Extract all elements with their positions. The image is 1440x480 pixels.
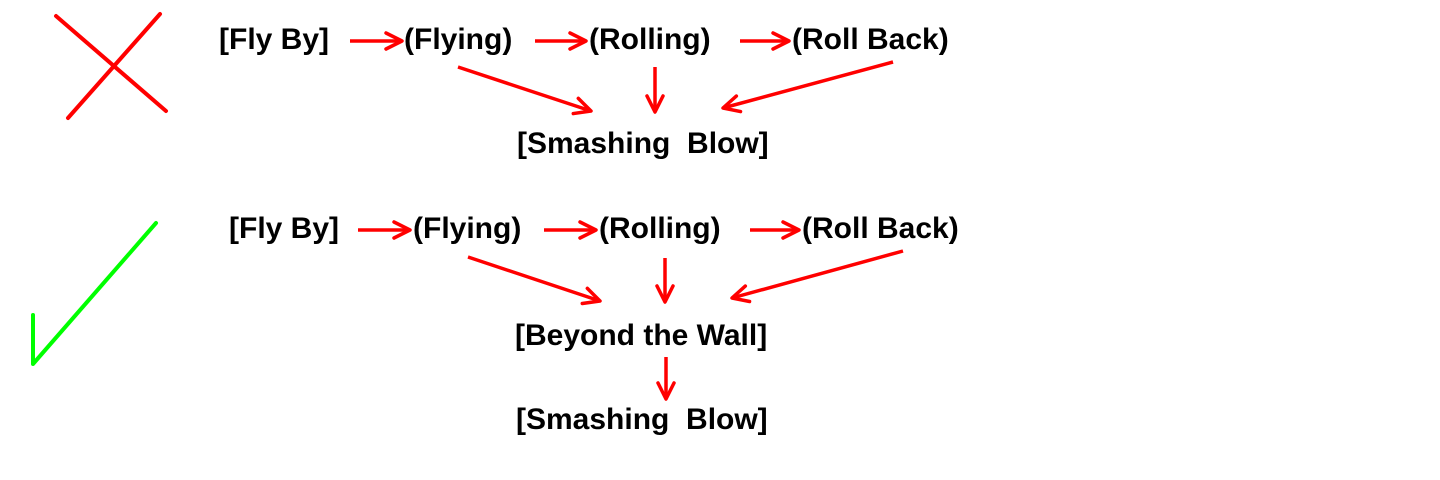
node-fly-by-2: [Fly By] — [229, 212, 340, 245]
red-x-mark-icon — [54, 12, 168, 120]
node-flying-1: (Flying) — [404, 23, 513, 56]
green-check-mark-icon — [31, 221, 158, 366]
result-smashing-blow-1: [Smashing Blow] — [517, 127, 769, 160]
node-flying-2: (Flying) — [413, 212, 522, 245]
arrow-flying-to-intermediate-2 — [467, 255, 602, 306]
node-roll-back-2: (Roll Back) — [802, 212, 959, 245]
node-roll-back-1: (Roll Back) — [792, 23, 949, 56]
node-fly-by-1: [Fly By] — [219, 23, 330, 56]
node-rolling-2: (Rolling) — [599, 212, 721, 245]
node-beyond-the-wall-2: [Beyond the Wall] — [515, 319, 768, 352]
arrow-flying-to-result-1 — [457, 65, 593, 116]
arrow-rollback-to-intermediate-2 — [730, 249, 904, 304]
result-smashing-blow-2: [Smashing Blow] — [516, 403, 768, 436]
node-rolling-1: (Rolling) — [589, 23, 711, 56]
arrow-rollback-to-result-1 — [721, 60, 894, 114]
